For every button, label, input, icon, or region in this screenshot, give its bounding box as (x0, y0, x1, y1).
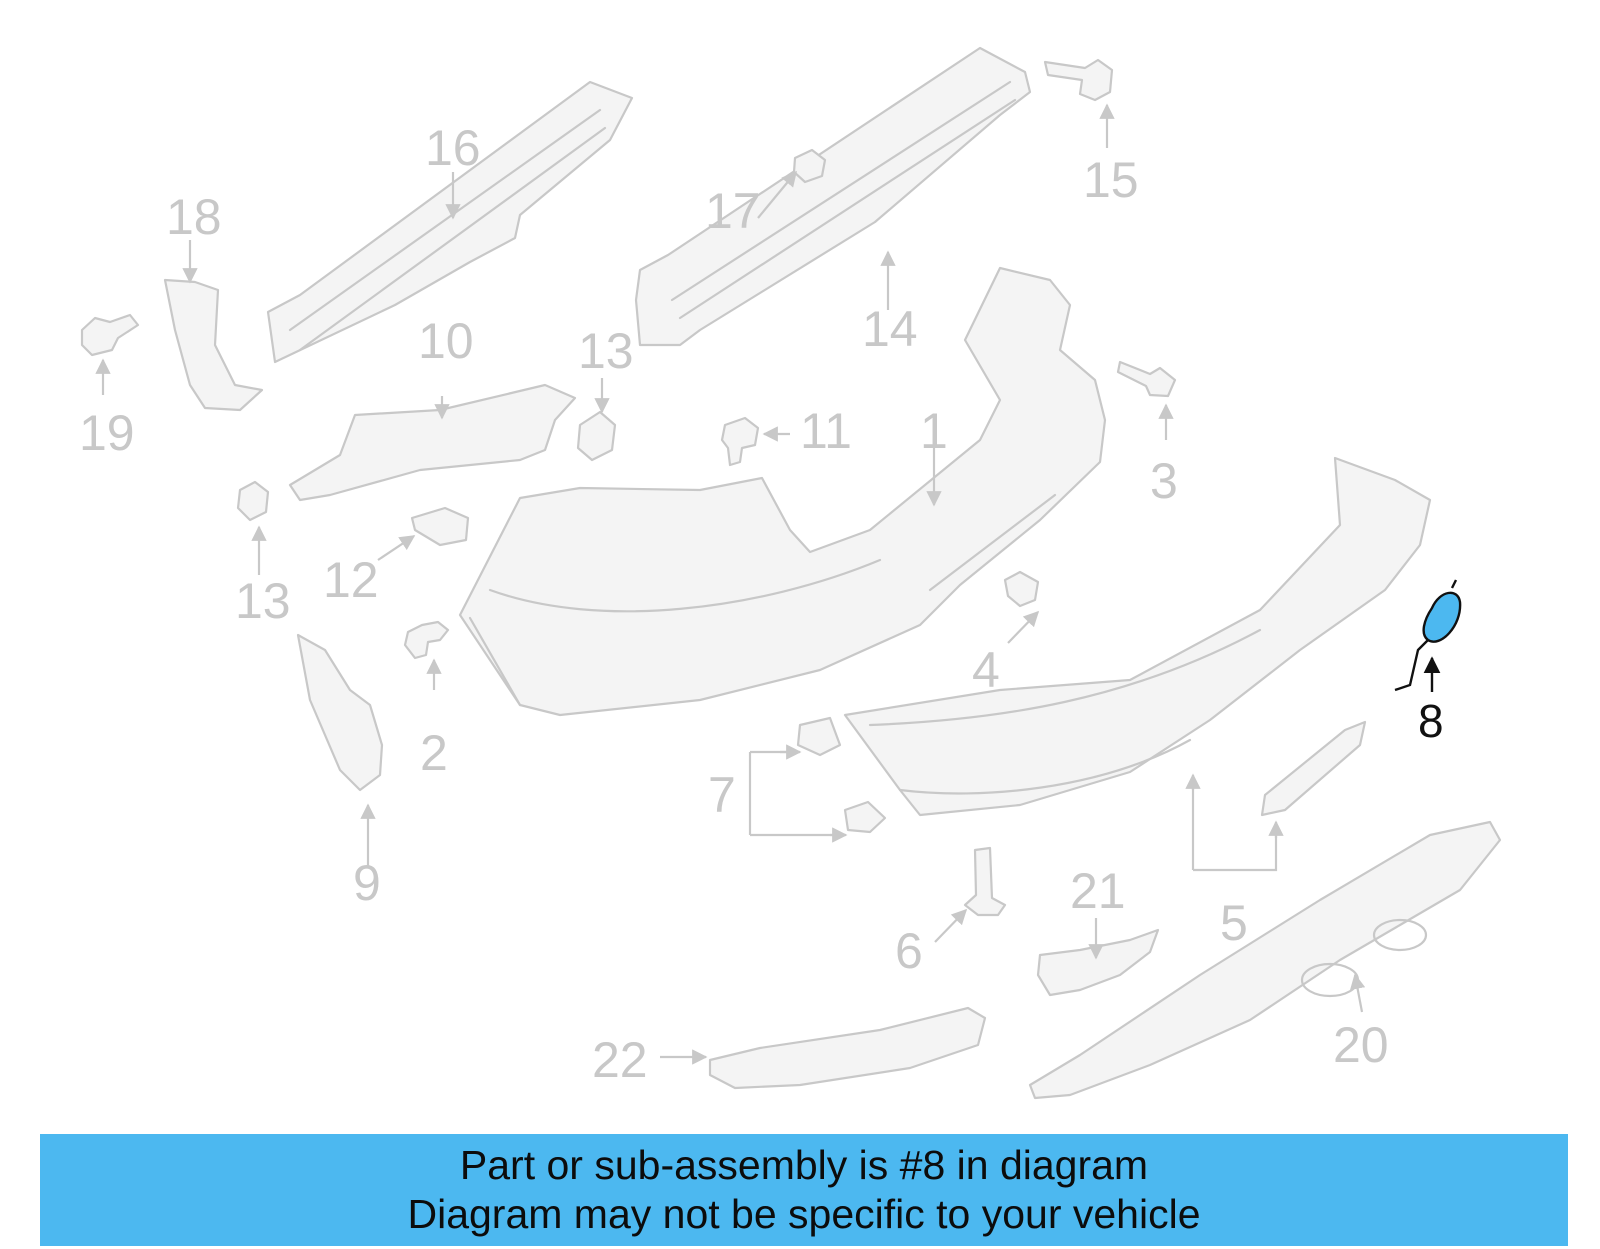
part-5-side-trim (1260, 720, 1367, 817)
part-18-bracket (163, 278, 264, 412)
part-5-lower-bumper (843, 456, 1432, 817)
callout-2: 2 (420, 725, 448, 781)
part-22-reflector (708, 1006, 987, 1090)
part-13-nut-lower (236, 480, 270, 522)
callout-11: 11 (800, 403, 852, 459)
callout-9: 9 (353, 855, 381, 911)
part-11-screw (720, 416, 760, 467)
part-1-bumper-cover (458, 266, 1107, 717)
part-10-bracket (288, 383, 577, 502)
callout-12: 12 (323, 552, 379, 608)
part-9-side-cover (296, 633, 384, 792)
callout-7: 7 (708, 767, 736, 823)
callout-21: 21 (1070, 863, 1126, 919)
part-7-clip-lower (843, 800, 887, 834)
callout-19: 19 (79, 405, 135, 461)
callout-4: 4 (972, 642, 1000, 698)
callout-20: 20 (1333, 1017, 1389, 1073)
callout-5: 5 (1220, 895, 1248, 951)
callout-18: 18 (166, 189, 222, 245)
part-16-bracket (266, 80, 634, 364)
part-15-bolt (1043, 58, 1114, 102)
part-14-beam (634, 46, 1032, 347)
part-12-clip (410, 506, 470, 547)
callout-22: 22 (592, 1032, 648, 1088)
callout-6: 6 (895, 923, 923, 979)
part-7-clip-upper (796, 716, 842, 757)
banner-line-1: Part or sub-assembly is #8 in diagram (459, 1142, 1149, 1188)
callout-16: 16 (425, 120, 481, 176)
part-13-nut-upper (576, 410, 617, 462)
part-4-grommet (1003, 570, 1040, 608)
part-3-pin (1116, 360, 1177, 398)
callout-8: 8 (1418, 695, 1444, 747)
part-2-bolt (403, 620, 450, 660)
callout-15: 15 (1083, 152, 1139, 208)
part-6-bolt (963, 846, 1007, 917)
part-19-bolt (80, 313, 140, 357)
callout-14: 14 (862, 301, 918, 357)
callout-lines (95, 103, 1441, 1065)
callout-1: 1 (920, 403, 948, 459)
callout-3: 3 (1150, 453, 1178, 509)
callout-13-lower: 13 (235, 573, 291, 629)
callout-10: 10 (418, 313, 474, 369)
banner-line-2: Diagram may not be specific to your vehi… (407, 1191, 1201, 1237)
callout-13-upper: 13 (578, 323, 634, 379)
callout-17: 17 (705, 183, 761, 239)
part-8-highlight (1422, 591, 1462, 643)
part-21-bracket (1036, 928, 1160, 997)
part-8-tow-hook-cover (1394, 579, 1462, 692)
parts-diagram: 1 2 3 4 5 6 7 8 9 10 11 12 13 13 14 15 1… (79, 46, 1502, 1100)
info-banner: Part or sub-assembly is #8 in diagram Di… (40, 1134, 1568, 1246)
